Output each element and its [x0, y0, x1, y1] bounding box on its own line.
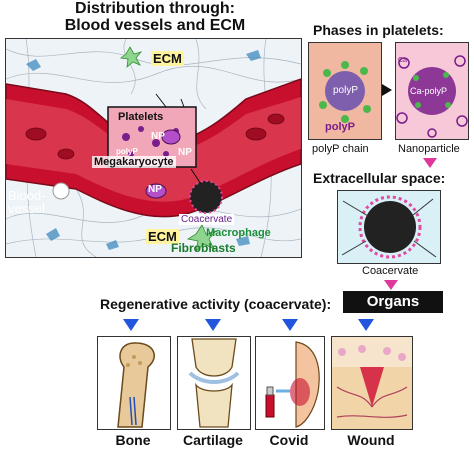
organs-box: Organs — [343, 291, 443, 313]
np-label-1: NP — [151, 131, 165, 142]
blue-arrow-cartilage-icon — [205, 319, 221, 331]
blue-arrow-covid-icon — [282, 319, 298, 331]
fibroblasts-label: Fibroblasts — [171, 241, 236, 255]
polyp-chain-illustration — [319, 61, 371, 123]
polyp-chain-panel: polyP polyP — [308, 42, 382, 140]
polyp-pink-label: polyP — [325, 121, 355, 133]
bone-illustration — [117, 342, 155, 428]
cartilage-panel — [177, 336, 251, 430]
phase-arrow-icon — [382, 84, 392, 96]
nanoparticle-panel: Ca-polyP Ca — [395, 42, 469, 140]
blue-arrow-wound-icon — [358, 319, 374, 331]
down-arrow-pink-1-icon — [423, 158, 437, 168]
ecm-label-top: ECM — [151, 51, 184, 66]
fibroblast-cells — [26, 50, 289, 250]
nanoparticle-label: Nanoparticle — [398, 143, 460, 155]
covid-illustration — [265, 341, 320, 428]
polyp-inner-label: polyP — [333, 85, 359, 96]
flow-arrows — [155, 93, 202, 185]
np-released — [145, 183, 167, 199]
blood-vessel-label: Blood- vessel — [8, 189, 46, 215]
polyp-chain-label: polyP chain — [312, 143, 369, 155]
title-line-1: Distribution through: — [75, 0, 235, 17]
coacervate-label-extracellular: Coacervate — [362, 265, 419, 277]
extracellular-heading: Extracellular space: — [313, 170, 446, 186]
platelets-label: Platelets — [118, 111, 164, 123]
blue-arrow-bone-icon — [123, 319, 139, 331]
wound-label: Wound — [347, 432, 395, 448]
polyp-small-label: polyP — [116, 147, 138, 156]
coacervate-illustration — [341, 195, 437, 259]
blood-vessel-label-line-2: vessel — [8, 201, 45, 216]
blood-vessel-ecm-panel: ECM Platelets NP NP polyP Megakaryocyte … — [5, 38, 302, 258]
covid-label: Covid — [269, 432, 309, 448]
title-line-2: Blood vessels and ECM — [64, 17, 246, 34]
nanoparticle-cluster — [161, 129, 181, 145]
covid-panel — [255, 336, 325, 430]
down-arrow-pink-2-icon — [384, 280, 398, 290]
coacervate-particle — [190, 181, 222, 213]
np-label-3: NP — [148, 184, 162, 195]
vessel-illustration — [6, 39, 301, 257]
vessel-lumen — [6, 97, 301, 202]
red-blood-cells — [25, 113, 285, 160]
coacervate-label-main: Coacervate — [179, 214, 235, 225]
bone-label: Bone — [115, 432, 151, 448]
wound-illustration — [332, 345, 412, 429]
ecm-label-bottom: ECM — [146, 229, 179, 244]
bone-panel — [97, 336, 171, 430]
megakaryocyte-label: Megakaryocyte — [92, 156, 176, 168]
np-label-2: NP — [178, 147, 192, 158]
extracellular-coacervate-panel — [337, 190, 441, 264]
figure-title: Distribution through: Blood vessels and … — [30, 0, 280, 34]
blood-vessel-label-line-1: Blood- — [8, 188, 46, 203]
cartilage-label: Cartilage — [183, 432, 243, 448]
vessel-cell — [52, 182, 70, 200]
regenerative-heading: Regenerative activity (coacervate): — [100, 296, 332, 312]
macrophage-label: Macrophage — [206, 227, 271, 239]
nanoparticle-illustration — [396, 55, 468, 138]
phases-heading: Phases in platelets: — [313, 22, 444, 38]
ca-ion-label: Ca — [398, 57, 407, 64]
ca-polyp-inner-label: Ca-polyP — [410, 86, 448, 96]
wound-panel — [331, 336, 413, 430]
cartilage-illustration — [188, 338, 240, 428]
